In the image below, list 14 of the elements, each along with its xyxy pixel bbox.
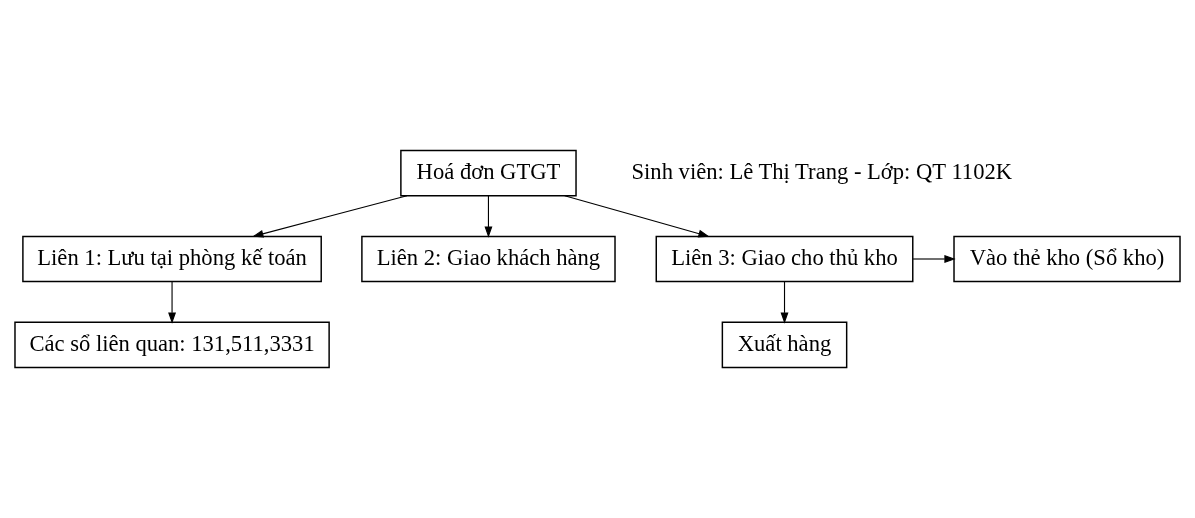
node-box: Liên 3: Giao cho thủ kho bbox=[655, 235, 914, 283]
node-box: Các sổ liên quan: 131,511,3331 bbox=[14, 321, 330, 369]
node-box: Vào thẻ kho (Sổ kho) bbox=[953, 235, 1181, 283]
node-box: Liên 1: Lưu tại phòng kế toán bbox=[22, 235, 322, 283]
arrow bbox=[484, 195, 493, 238]
arrow bbox=[564, 195, 710, 238]
label: Sinh viên: Lê Thị Trang - Lớp: QT 1102K bbox=[631, 158, 1013, 184]
node-box: Liên 2: Giao khách hàng bbox=[361, 235, 616, 283]
node-box: Xuất hàng bbox=[721, 321, 848, 369]
arrow bbox=[780, 281, 789, 324]
arrow bbox=[252, 195, 408, 238]
arrow bbox=[912, 255, 956, 263]
arrow bbox=[168, 281, 176, 324]
node-box: Hoá đơn GTGT bbox=[400, 149, 577, 197]
